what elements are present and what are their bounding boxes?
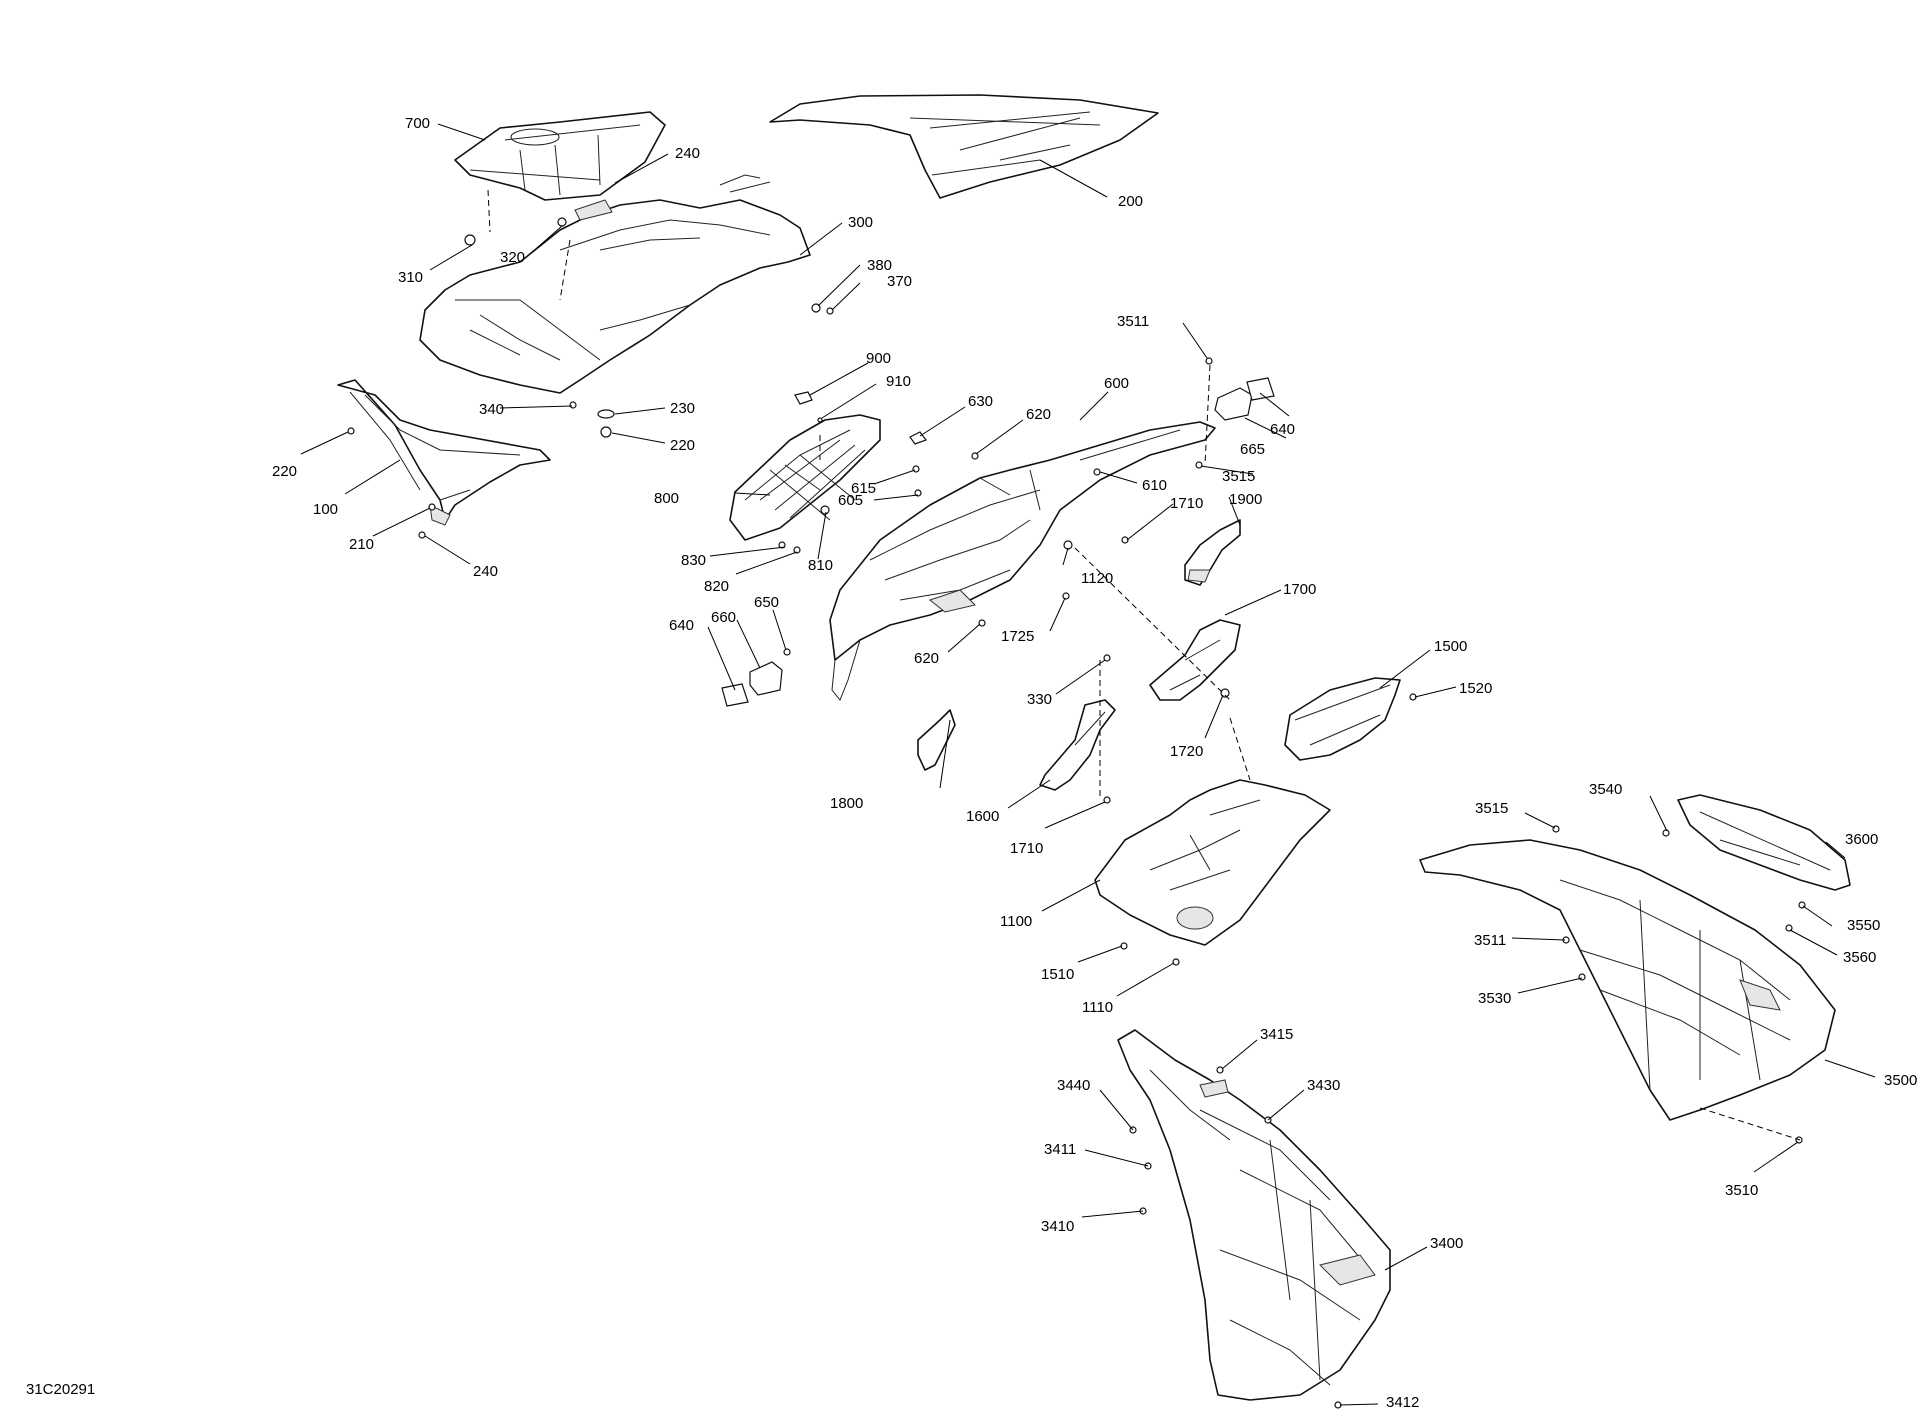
fasteners bbox=[347, 217, 1806, 1409]
callout-610: 610 bbox=[1142, 477, 1167, 494]
part-300-upper-frame bbox=[419, 174, 811, 394]
part-3500-side-panel bbox=[1419, 839, 1836, 1121]
callout-240: 240 bbox=[675, 145, 700, 162]
callout-340: 340 bbox=[479, 401, 504, 418]
callout-665: 665 bbox=[1240, 441, 1265, 458]
callout-230: 230 bbox=[670, 400, 695, 417]
callout-3550: 3550 bbox=[1847, 917, 1880, 934]
part-3400-lower-panel bbox=[1117, 1029, 1391, 1401]
callout-3540: 3540 bbox=[1589, 781, 1622, 798]
part-1800-bracket bbox=[917, 709, 956, 771]
part-1900-bracket bbox=[1184, 519, 1241, 586]
callout-650: 650 bbox=[754, 594, 779, 611]
assembly-lines bbox=[487, 189, 1801, 1141]
callout-1100: 1100 bbox=[1000, 913, 1032, 930]
callout-1710-lower: 1710 bbox=[1010, 840, 1043, 857]
callout-labels: 700 240 300 320 310 380 370 200 340 230 … bbox=[272, 115, 1917, 1411]
callout-380: 380 bbox=[867, 257, 892, 274]
callout-3500: 3500 bbox=[1884, 1072, 1917, 1089]
callout-320: 320 bbox=[500, 249, 525, 266]
callout-330: 330 bbox=[1027, 691, 1052, 708]
callout-3510: 3510 bbox=[1725, 1182, 1758, 1199]
callout-600: 600 bbox=[1104, 375, 1129, 392]
callout-800: 800 bbox=[654, 490, 679, 507]
part-1100-lower-panel bbox=[1094, 779, 1331, 946]
leader-lines bbox=[300, 123, 1876, 1406]
callout-3400: 3400 bbox=[1430, 1235, 1463, 1252]
callout-3440: 3440 bbox=[1057, 1077, 1090, 1094]
callout-220: 220 bbox=[670, 437, 695, 454]
part-200-top-trim bbox=[769, 94, 1159, 199]
callout-3515-right: 3515 bbox=[1475, 800, 1508, 817]
part-640-plate-top bbox=[1246, 377, 1275, 401]
drawing-reference-number: 31C20291 bbox=[26, 1381, 96, 1398]
part-660-clip bbox=[749, 661, 783, 696]
part-1600-bracket bbox=[1039, 699, 1116, 791]
callout-1600: 1600 bbox=[966, 808, 999, 825]
part-100-side-panel bbox=[337, 379, 551, 526]
callout-1725: 1725 bbox=[1001, 628, 1034, 645]
callout-1510: 1510 bbox=[1041, 966, 1074, 983]
callout-660: 660 bbox=[711, 609, 736, 626]
part-800-grille bbox=[729, 414, 881, 541]
callout-210: 210 bbox=[349, 536, 374, 553]
callout-3511: 3511 bbox=[1117, 313, 1149, 330]
callout-620: 620 bbox=[1026, 406, 1051, 423]
callout-3410: 3410 bbox=[1041, 1218, 1074, 1235]
callout-3415: 3415 bbox=[1260, 1026, 1293, 1043]
callout-1500: 1500 bbox=[1434, 638, 1467, 655]
part-700-top-cover bbox=[454, 111, 666, 201]
part-3600-cap bbox=[1677, 794, 1851, 891]
callout-1700: 1700 bbox=[1283, 581, 1316, 598]
callout-640: 640 bbox=[1270, 421, 1295, 438]
callout-1710: 1710 bbox=[1170, 495, 1203, 512]
callout-1120: 1120 bbox=[1081, 570, 1113, 587]
part-1500-panel bbox=[1284, 677, 1401, 761]
callout-3511-right: 3511 bbox=[1474, 932, 1506, 949]
callout-220-left: 220 bbox=[272, 463, 297, 480]
callout-3412: 3412 bbox=[1386, 1394, 1419, 1411]
callout-100: 100 bbox=[313, 501, 338, 518]
callout-3600: 3600 bbox=[1845, 831, 1878, 848]
callout-900: 900 bbox=[866, 350, 891, 367]
callout-3430: 3430 bbox=[1307, 1077, 1340, 1094]
callout-3560: 3560 bbox=[1843, 949, 1876, 966]
callout-830: 830 bbox=[681, 552, 706, 569]
callout-810: 810 bbox=[808, 557, 833, 574]
callout-615: 615 bbox=[851, 480, 876, 497]
callout-200: 200 bbox=[1118, 193, 1143, 210]
callout-3515: 3515 bbox=[1222, 468, 1255, 485]
callout-605: 605 bbox=[838, 492, 863, 509]
callout-700: 700 bbox=[405, 115, 430, 132]
callout-1800: 1800 bbox=[830, 795, 863, 812]
callout-820: 820 bbox=[704, 578, 729, 595]
callout-1900: 1900 bbox=[1229, 491, 1262, 508]
callout-1110: 1110 bbox=[1082, 999, 1113, 1016]
part-665-bracket bbox=[1214, 387, 1253, 421]
callout-910: 910 bbox=[886, 373, 911, 390]
callout-1520: 1520 bbox=[1459, 680, 1492, 697]
callout-3411: 3411 bbox=[1044, 1141, 1076, 1158]
part-600-main-body bbox=[829, 421, 1216, 701]
callout-640-left: 640 bbox=[669, 617, 694, 634]
part-640-plate-left bbox=[721, 683, 749, 707]
callout-620-lower: 620 bbox=[914, 650, 939, 667]
callout-3530: 3530 bbox=[1478, 990, 1511, 1007]
callout-370: 370 bbox=[887, 273, 912, 290]
callout-310: 310 bbox=[398, 269, 423, 286]
callout-1720: 1720 bbox=[1170, 743, 1203, 760]
callout-300: 300 bbox=[848, 214, 873, 231]
callout-240-lower: 240 bbox=[473, 563, 498, 580]
part-1700-bracket bbox=[1149, 619, 1241, 701]
callout-630: 630 bbox=[968, 393, 993, 410]
